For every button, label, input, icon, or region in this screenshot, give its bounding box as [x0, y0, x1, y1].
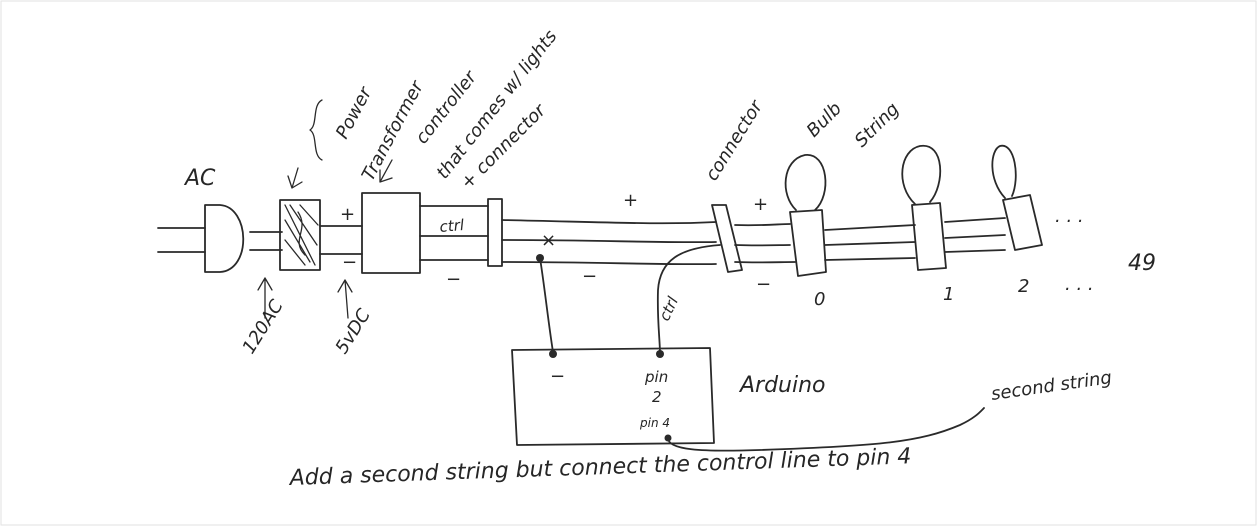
minus-1: −: [446, 269, 461, 290]
cross-mark: ×: [541, 230, 556, 251]
pin2-label-b: 2: [652, 388, 662, 406]
minus-transformer: −: [342, 252, 357, 273]
plus-transformer: +: [340, 204, 355, 225]
bulb-number-49: 49: [1128, 251, 1156, 276]
bulb-string-wires: [734, 217, 1006, 264]
bulb-number-dots: . . .: [1065, 274, 1094, 295]
bulb-0: [784, 154, 827, 277]
ac-plug: [157, 204, 283, 273]
bulb-number-1: 1: [943, 284, 954, 305]
arduino-label: Arduino: [738, 373, 826, 398]
plus-mid: +: [623, 190, 638, 211]
pin4-wire: [667, 407, 985, 452]
arduino-wiring: [536, 244, 721, 358]
bulb-2: [991, 145, 1043, 251]
arduino-box: [511, 347, 715, 446]
main-wires: [501, 219, 717, 266]
string-label: String: [851, 99, 904, 152]
bulb-1: [901, 145, 947, 271]
dots-top: . . .: [1055, 206, 1084, 227]
connector-label: connector: [701, 96, 767, 185]
connector-1: [487, 198, 503, 267]
bulb-number-2: 2: [1018, 276, 1029, 297]
bulb-number-0: 0: [814, 289, 825, 310]
ctrl-label-arduino: ctrl: [655, 293, 682, 324]
pin2-label-a: pin: [644, 368, 668, 386]
caption: Add a second string but connect the cont…: [287, 444, 911, 491]
connector-2: [711, 204, 743, 273]
ctrl-label-left: ctrl: [439, 216, 466, 236]
plus-bulb: +: [753, 194, 768, 215]
brace: [309, 99, 323, 161]
power-label: Power: [332, 82, 377, 142]
120ac-label: 120AC: [238, 296, 287, 358]
arduino-minus: −: [550, 366, 565, 387]
minus-2: −: [582, 266, 597, 287]
minus-bulb: −: [756, 274, 771, 295]
controller-box: [361, 192, 489, 274]
ac-label: AC: [183, 166, 216, 191]
pin4-label: pin 4: [639, 416, 670, 430]
power-transformer: [279, 199, 363, 271]
arrows: [257, 159, 393, 319]
bulb-label: Bulb: [803, 98, 846, 141]
second-string-label: second string: [990, 367, 1113, 405]
5vdc-label: 5vDC: [331, 305, 375, 358]
pin4-dot: [664, 434, 672, 442]
